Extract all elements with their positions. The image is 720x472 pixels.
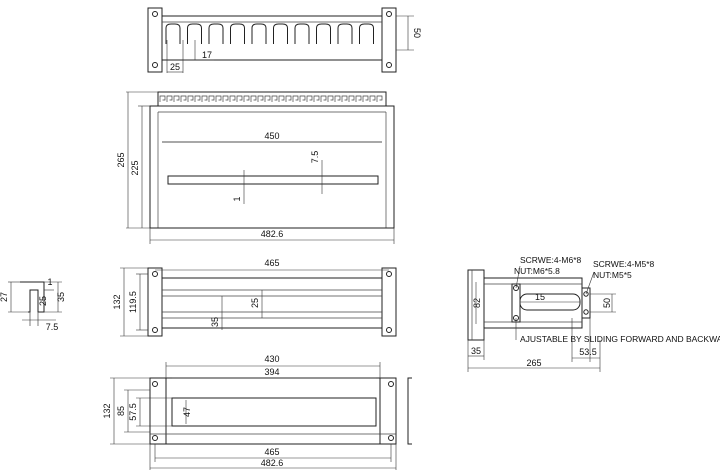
comb-finger [316,23,331,44]
dim-225-label: 225 [130,160,140,175]
adjust-note: AJUSTABLE BY SLIDING FORWARD AND BACKWAR… [520,334,720,344]
front-view: 450 7.5 1 265 225 482.6 [116,91,395,244]
dim-482.6-label: 482.6 [261,229,284,239]
dim-25-label: 25 [250,298,260,308]
dim-465-label: 465 [264,258,279,268]
dim-430-label: 430 [264,354,279,364]
dim-85-label: 85 [116,406,126,416]
mount-hole [386,62,392,68]
tray-body [161,277,383,329]
front-slot [167,175,379,185]
profile-outline [20,281,45,313]
greek-key-pattern [159,95,383,102]
dim-82-label: 82 [472,298,482,308]
clamp-plate [511,283,521,323]
panel-side [407,377,412,445]
mount-hole [152,435,158,441]
comb-finger [165,23,181,44]
comb-finger [273,23,288,44]
comb-finger [230,23,245,44]
mount-hole [388,435,394,441]
nut-spec-right: NUT:M5*5 [593,270,632,280]
comb-finger [251,23,267,44]
dim-482.6-label: 482.6 [261,458,284,468]
dim-265-label: 265 [116,152,126,167]
dim-119.5-label: 119.5 [128,291,138,313]
m6-screw [513,285,519,291]
dim-47-label: 47 [182,407,192,417]
mount-hole [386,327,392,333]
dim-50-label: 50 [412,28,422,38]
comb-finger [187,23,202,44]
mount-hole [386,271,392,277]
front-panel [149,105,395,229]
bracket-view: SCRWE:4-M6*8 NUT:M6*5.8 SCRWE:4-M5*8 NUT… [467,255,720,372]
side-profile: 27 1 25 35 7.5 [0,277,66,332]
end-plate [581,287,591,319]
mount-hole [152,327,158,333]
top-view: 50 25 17 [147,7,422,73]
mount-hole [152,11,158,17]
dim-132-label: 132 [102,403,112,418]
m5-screw [583,309,589,315]
comb-finger [359,23,374,44]
dim-53.5-label: 53.5 [579,347,597,357]
dim-25-label: 25 [170,62,180,72]
dim-15-label: 15 [535,292,545,302]
mount-hole [386,11,392,17]
dim-50-label: 50 [602,298,612,308]
greek-key-segment [159,95,383,102]
dim-265-label: 265 [526,358,541,368]
comb-finger [208,23,224,44]
dim-57.5-label: 57.5 [128,403,138,421]
dim-394-label: 394 [264,367,279,377]
dim-35-label: 35 [471,346,481,356]
dim-17-label: 17 [202,50,212,60]
screw-spec-left: SCRWE:4-M6*8 [520,255,582,265]
comb-finger [294,23,310,44]
screw-spec-right: SCRWE:4-M5*8 [593,259,655,269]
dim-132-label: 132 [112,294,122,309]
dim-7.5-label: 7.5 [46,322,59,332]
dim-27-label: 27 [0,292,9,302]
mid-view: 465 132 119.5 25 35 [112,258,397,337]
right-ear [381,267,397,337]
dim-465-label: 465 [264,447,279,457]
dim-7.5-label: 7.5 [310,151,320,164]
nut-spec-left: NUT:M6*5.8 [514,266,560,276]
dim-25-label: 25 [38,296,48,306]
bracket-rail [483,277,583,329]
dim-1-label: 1 [232,196,242,201]
dim-450-label: 450 [264,131,279,141]
dim-35-label: 35 [56,292,66,302]
dim-35-label: 35 [210,317,220,327]
comb-body [161,15,383,61]
panel-view: 430 394 132 85 57.5 47 465 482.6 [102,354,412,470]
mount-hole [152,62,158,68]
comb-finger [337,23,353,44]
comb-fingers [165,23,374,44]
panel-cutout [171,397,377,427]
mount-hole [152,381,158,387]
mount-hole [152,271,158,277]
m5-screw [583,291,589,297]
mount-hole [388,381,394,387]
left-ear [147,267,163,337]
